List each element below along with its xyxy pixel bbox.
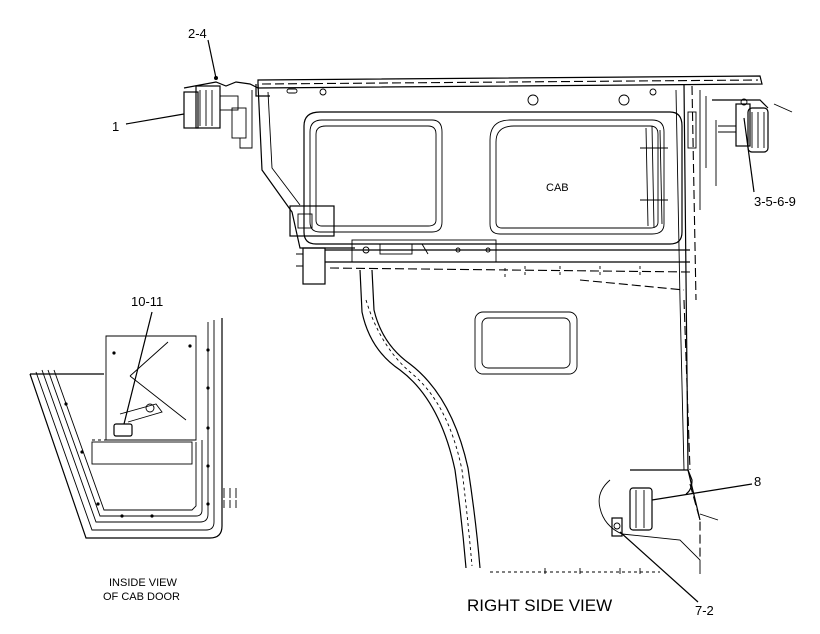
callout-8: 8 [754,474,761,489]
front-lamp [183,76,270,149]
cab-door-inset [29,318,237,539]
callout-2-4: 2-4 [188,26,207,41]
callout-7-2: 7-2 [695,603,714,618]
callout-10-11: 10-11 [131,294,163,309]
cab-body [257,75,763,574]
inset-caption-line1: INSIDE VIEW [109,577,177,589]
rear-lamp [687,90,793,210]
cab-label: CAB [546,182,569,194]
leader-lines [123,39,755,603]
callout-3-5-6-9: 3-5-6-9 [754,194,796,209]
inset-caption-line2: OF CAB DOOR [103,591,180,603]
callout-1: 1 [112,119,119,134]
view-title: RIGHT SIDE VIEW [467,596,612,615]
